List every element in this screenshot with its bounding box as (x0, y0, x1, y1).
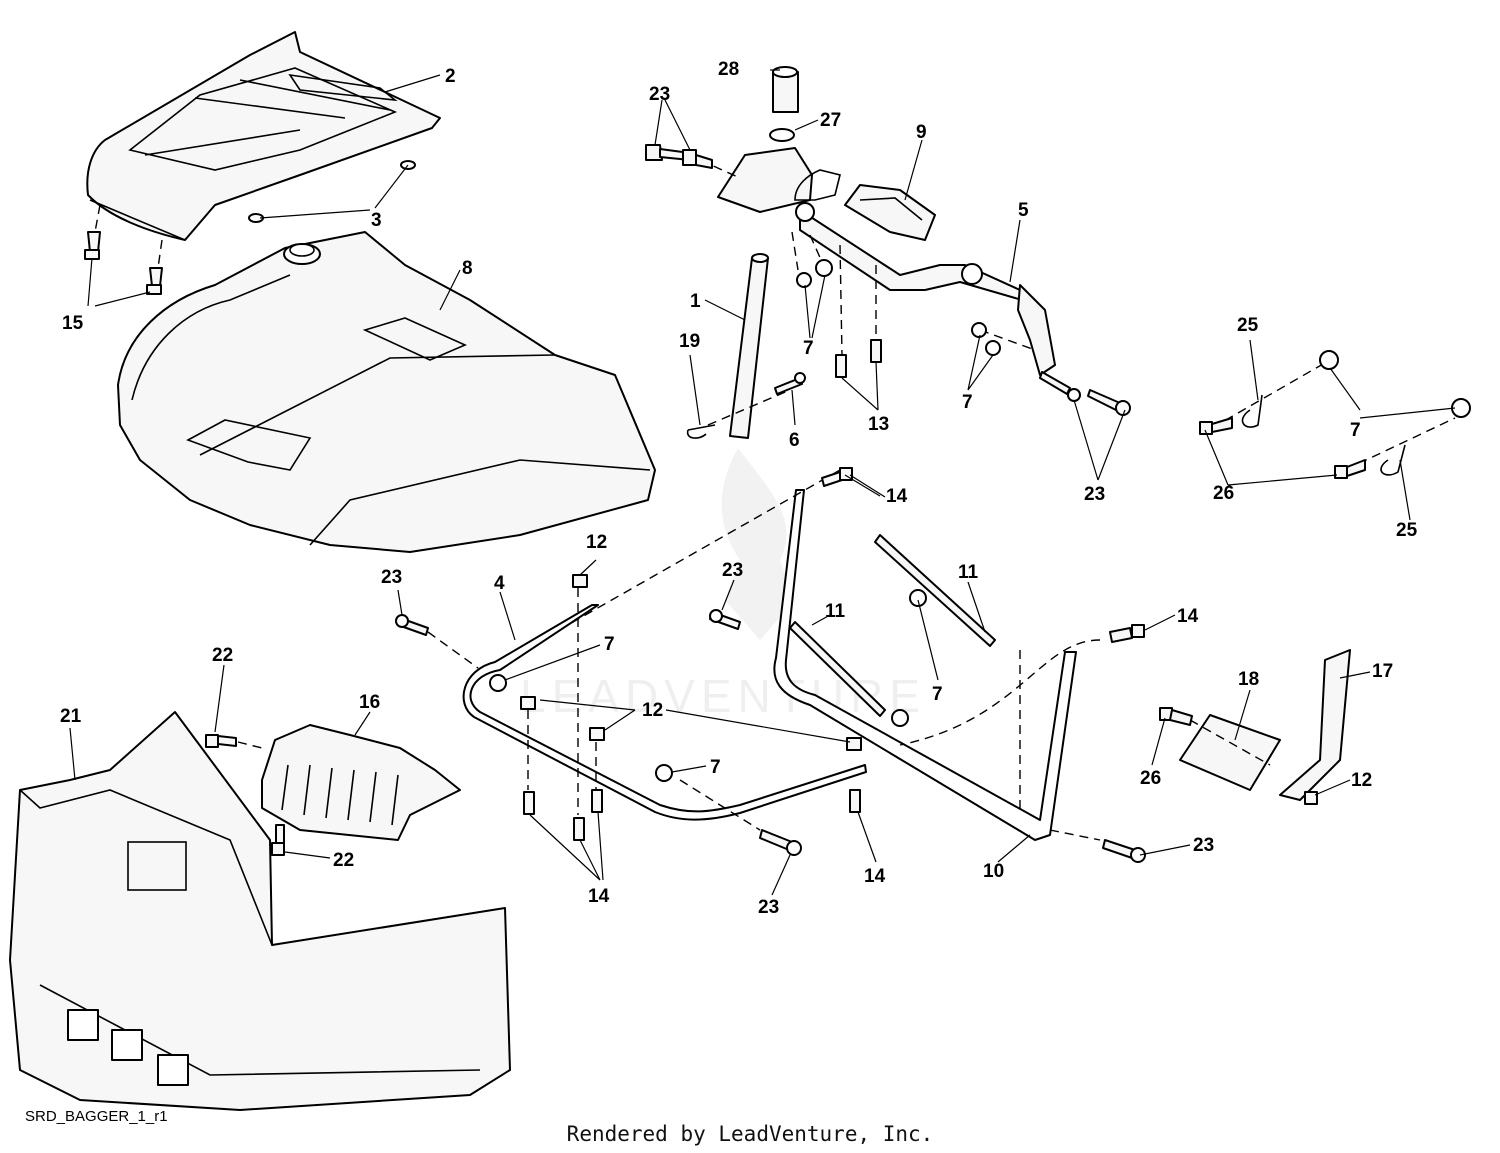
part-6-pin[interactable] (774, 372, 806, 395)
callout-12-top: 12 (586, 532, 607, 553)
part-15-screws[interactable] (84, 204, 163, 295)
part-25-26-hardware[interactable] (1199, 350, 1471, 479)
callout-17: 17 (1372, 661, 1393, 682)
callout-28: 28 (718, 59, 739, 80)
callout-26-kit: 26 (1213, 483, 1234, 504)
part-27-washer[interactable] (769, 128, 795, 142)
callout-5: 5 (1018, 200, 1029, 221)
callout-6: 6 (789, 430, 800, 451)
callout-23-right: 23 (1084, 484, 1105, 505)
callout-14-top: 14 (886, 486, 908, 507)
part-22-screws[interactable] (205, 734, 285, 856)
callout-7-right: 7 (962, 392, 973, 413)
callout-4: 4 (494, 573, 505, 594)
callout-23-far: 23 (1193, 835, 1214, 856)
render-credit: Rendered by LeadVenture, Inc. (566, 1122, 934, 1146)
callout-25-top: 25 (1237, 315, 1259, 336)
part-5-rod-assembly[interactable] (717, 147, 1056, 376)
callout-15: 15 (62, 313, 84, 334)
callout-22-top: 22 (212, 645, 233, 666)
callout-1: 1 (690, 291, 701, 312)
callout-21: 21 (60, 706, 82, 727)
part-14-screws[interactable] (523, 467, 1145, 841)
part-12-square-nuts[interactable] (520, 588, 862, 815)
callout-18: 18 (1238, 669, 1259, 690)
callout-22-bottom: 22 (333, 850, 354, 871)
callout-2: 2 (445, 66, 456, 87)
callout-7-mid: 7 (932, 684, 943, 705)
callout-27: 27 (820, 110, 841, 131)
callout-11-left: 11 (825, 601, 846, 622)
callout-7-kit: 7 (1350, 420, 1361, 441)
part-9-handle[interactable] (844, 184, 936, 241)
part-7-nuts-upper[interactable] (791, 231, 1036, 356)
callout-8: 8 (462, 258, 473, 279)
callout-7-frame: 7 (604, 634, 615, 655)
callout-26: 26 (1140, 768, 1161, 789)
part-28-spacer[interactable] (772, 66, 799, 113)
callout-12-right: 12 (1351, 770, 1372, 791)
leader-lines (69, 69, 1456, 896)
callouts: 2 3 15 8 28 27 23 9 5 1 19 6 7 13 7 23 2… (60, 59, 1418, 918)
callout-23-low: 23 (758, 897, 779, 918)
callout-13: 13 (868, 414, 889, 435)
callout-23-left: 23 (381, 567, 402, 588)
part-19-clip[interactable] (686, 389, 791, 439)
callout-7-low: 7 (710, 757, 721, 778)
callout-10: 10 (983, 861, 1004, 882)
part-2-hood-cover[interactable] (86, 31, 441, 241)
drawing-reference: SRD_BAGGER_1_r1 (25, 1108, 168, 1125)
part-23-bolts-top[interactable] (645, 144, 741, 179)
callout-16: 16 (359, 692, 380, 713)
callout-23-top: 23 (649, 84, 670, 105)
callout-7-upper: 7 (803, 338, 814, 359)
part-23-bolts-lower[interactable] (395, 609, 1146, 863)
callout-9: 9 (916, 122, 927, 143)
callout-19: 19 (679, 331, 700, 352)
callout-23-mid: 23 (722, 560, 743, 581)
callout-11-right: 11 (958, 562, 979, 583)
part-21-bag[interactable] (9, 711, 511, 1111)
callout-25-bottom: 25 (1396, 520, 1418, 541)
callout-3: 3 (371, 210, 382, 231)
callout-14-right: 14 (1177, 606, 1199, 627)
part-11-rods[interactable] (789, 534, 996, 717)
part-23-bolts-right[interactable] (1039, 371, 1131, 416)
callout-14-left: 14 (588, 886, 610, 907)
part-13-screws[interactable] (835, 244, 882, 378)
part-18-plate[interactable] (1159, 707, 1281, 791)
callout-14-low: 14 (864, 866, 886, 887)
part-8-hood[interactable] (117, 231, 656, 553)
callout-12-mid: 12 (642, 700, 663, 721)
part-7-nuts-lower[interactable] (489, 589, 927, 782)
part-17-bracket[interactable] (1279, 649, 1351, 805)
watermark-logo (721, 448, 795, 640)
part-16-guard[interactable] (261, 724, 461, 841)
part-1-post[interactable] (729, 253, 769, 439)
